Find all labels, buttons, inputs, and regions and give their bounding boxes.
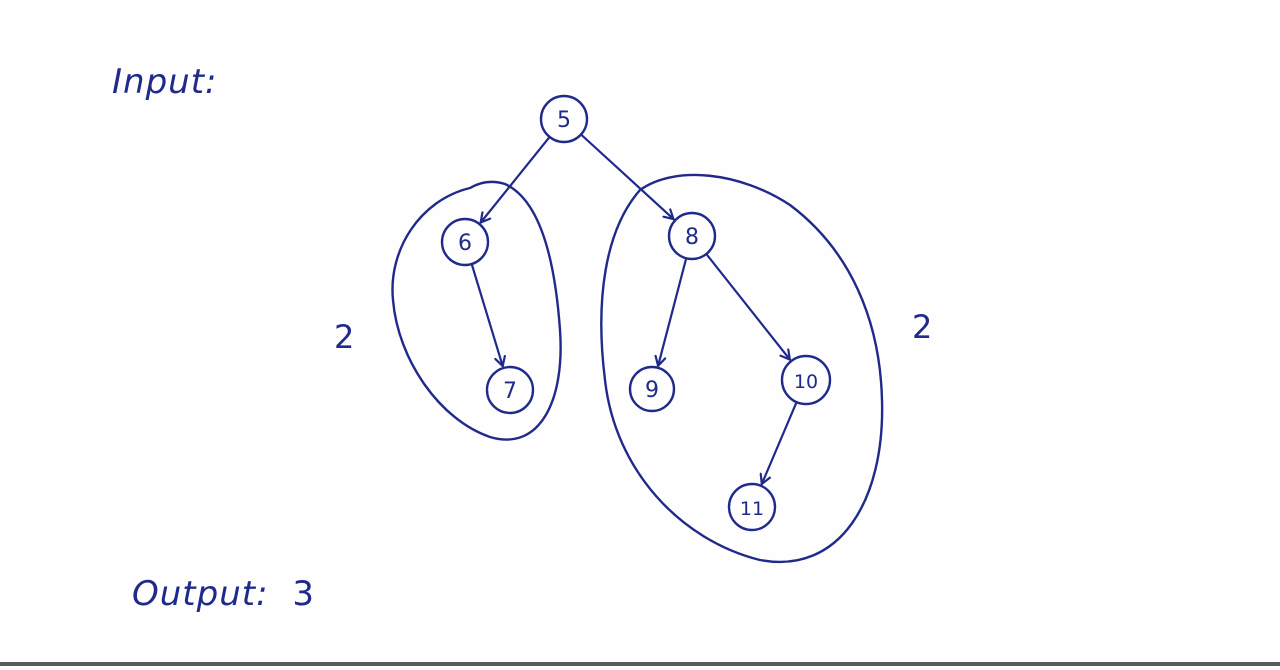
node-circle-11	[727, 482, 777, 532]
edge-6-to-7	[470, 262, 503, 366]
node-label-6: 6	[458, 231, 472, 256]
tree-node-9: 9	[628, 365, 676, 413]
node-circle-8	[667, 211, 717, 261]
tree-node-7: 7	[485, 365, 535, 415]
group-label-left-subtree: 2	[334, 318, 355, 356]
node-label-10: 10	[794, 371, 818, 393]
edge-8-to-10	[705, 252, 790, 360]
node-label-7: 7	[503, 379, 517, 404]
node-circle-10	[780, 354, 832, 406]
tree-node-11: 11	[727, 482, 777, 532]
output-value: 3	[292, 574, 316, 614]
node-circle-9	[628, 365, 676, 413]
node-circle-5	[539, 94, 589, 144]
node-label-11: 11	[740, 498, 764, 520]
edge-8-to-9	[658, 257, 688, 366]
edge-5-to-6	[481, 135, 551, 223]
node-circle-6	[440, 217, 490, 267]
bottom-border	[0, 662, 1280, 666]
node-circle-7	[485, 365, 535, 415]
group-outline-left-subtree	[391, 180, 562, 441]
tree-node-5: 5	[539, 94, 589, 144]
tree-node-6: 6	[440, 217, 490, 267]
group-label-right-subtree: 2	[912, 308, 933, 346]
node-label-9: 9	[645, 378, 659, 403]
node-label-5: 5	[557, 108, 571, 133]
output-label-text: Output:	[132, 574, 269, 614]
edge-10-to-11	[762, 401, 798, 484]
output-label: Output: 3	[132, 574, 315, 614]
input-label: Input:	[112, 62, 218, 102]
node-label-8: 8	[685, 225, 699, 250]
tree-node-10: 10	[780, 354, 832, 406]
edge-5-to-8	[579, 133, 674, 220]
group-outline-right-subtree	[600, 173, 884, 563]
tree-node-8: 8	[667, 211, 717, 261]
